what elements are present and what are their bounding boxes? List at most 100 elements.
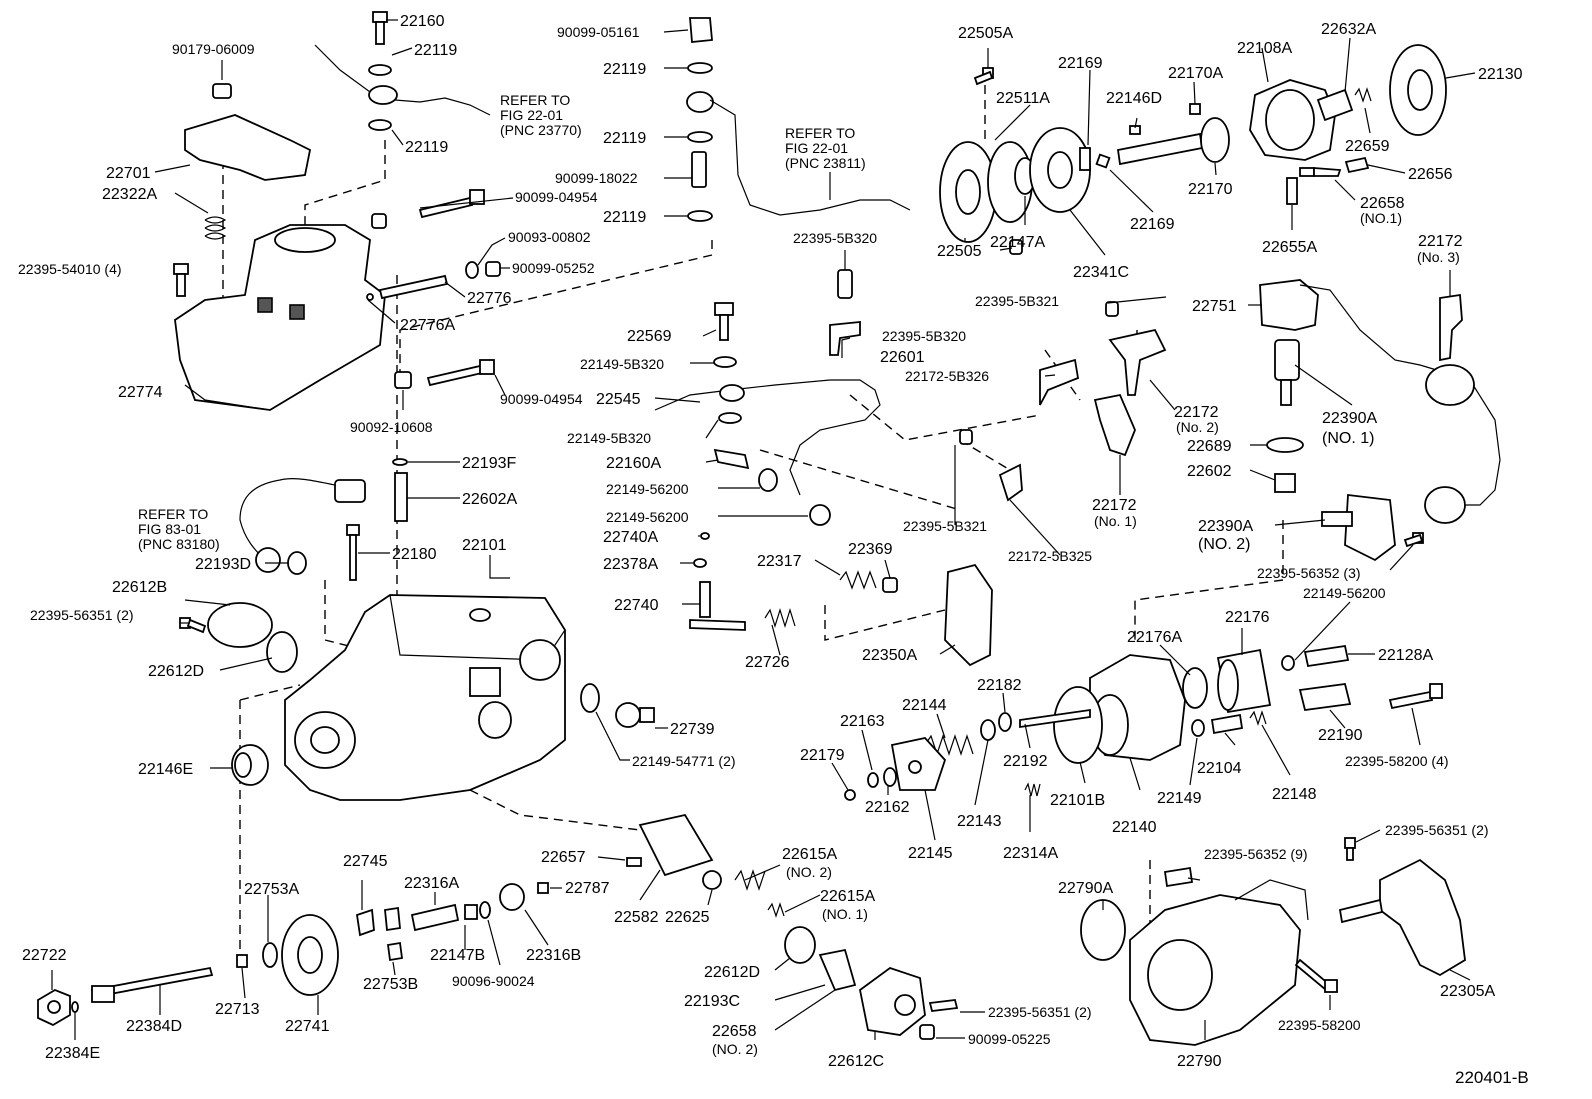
label-22632A: 22632A [1321, 21, 1376, 38]
label-22119-c: 22119 [603, 61, 646, 78]
label-22390A-no2: 22390A [1198, 518, 1253, 535]
label-22119-a: 22119 [414, 42, 457, 59]
label-22172-no2-sub: (No. 2) [1176, 419, 1219, 435]
label-22395-56352-a: 22395-56352 (3) [1257, 565, 1361, 581]
label-22384D: 22384D [126, 1018, 182, 1035]
label-22511A: 22511A [996, 90, 1050, 107]
label-22395-5B321-b: 22395-5B321 [903, 518, 987, 534]
label-22341C: 22341C [1073, 264, 1129, 281]
label-22745: 22745 [343, 853, 388, 870]
label-22169-a: 22169 [1058, 55, 1103, 72]
label-22172-5B325: 22172-5B325 [1008, 548, 1092, 564]
label-22140: 22140 [1112, 819, 1157, 836]
label-22149-5B320-a: 22149-5B320 [580, 356, 664, 372]
label-22395-56351-c: 22395-56351 (2) [1385, 822, 1489, 838]
label-22582: 22582 [614, 909, 659, 926]
label-22172-no1-sub: (No. 1) [1094, 513, 1137, 529]
label-22163: 22163 [840, 713, 885, 730]
label-22170A: 22170A [1168, 65, 1223, 82]
label-90092-10608: 90092-10608 [350, 419, 433, 435]
label-22395-56351-a: 22395-56351 (2) [30, 607, 134, 623]
refer-note-1-line3: (PNC 23770) [500, 122, 582, 138]
label-22108A: 22108A [1237, 40, 1292, 57]
label-22182: 22182 [977, 677, 1022, 694]
label-22713: 22713 [215, 1001, 260, 1018]
label-22170: 22170 [1188, 181, 1233, 198]
label-90099-04954-a: 90099-04954 [515, 189, 598, 205]
label-22143: 22143 [957, 813, 1002, 830]
label-22722: 22722 [22, 947, 67, 964]
figure-id: 220401-B [1455, 1068, 1529, 1087]
label-22615A-no2-sub: (NO. 2) [786, 864, 832, 880]
label-22739: 22739 [670, 721, 715, 738]
label-90099-18022: 90099-18022 [555, 170, 638, 186]
label-22101: 22101 [462, 537, 507, 554]
label-22119-d: 22119 [603, 130, 646, 147]
label-22787: 22787 [565, 880, 610, 897]
label-22658-no1-sub: (NO.1) [1360, 210, 1402, 226]
label-22390A-no1: 22390A [1322, 410, 1377, 427]
label-22193C: 22193C [684, 993, 740, 1010]
label-90099-05225: 90099-05225 [968, 1031, 1051, 1047]
label-22128A: 22128A [1378, 647, 1433, 664]
label-22658-no2-sub: (NO. 2) [712, 1041, 758, 1057]
label-22395-5B320-b: 22395-5B320 [882, 328, 966, 344]
label-90099-05252: 90099-05252 [512, 260, 595, 276]
refer-note-2-line3: (PNC 23811) [785, 155, 866, 171]
label-22378A: 22378A [603, 556, 658, 573]
label-22192: 22192 [1003, 753, 1048, 770]
label-90099-05161: 90099-05161 [557, 24, 640, 40]
label-22602: 22602 [1187, 463, 1232, 480]
label-22305A: 22305A [1440, 983, 1495, 1000]
label-22162: 22162 [865, 799, 910, 816]
label-22753A: 22753A [244, 881, 299, 898]
label-22390A-no1-sub: (NO. 1) [1322, 430, 1374, 447]
label-22615A-no2: 22615A [782, 846, 837, 863]
label-22658-no1: 22658 [1360, 195, 1405, 212]
label-22190: 22190 [1318, 727, 1363, 744]
label-22390A-no2-sub: (NO. 2) [1198, 536, 1250, 553]
label-22505: 22505 [937, 243, 982, 260]
label-22149-56200-a: 22149-56200 [606, 481, 689, 497]
refer-note-3-line1: REFER TO [138, 506, 208, 522]
label-22160A: 22160A [606, 455, 661, 472]
label-22149-56200-c: 22149-56200 [1303, 585, 1386, 601]
label-22119-e: 22119 [603, 209, 646, 226]
label-22657: 22657 [541, 849, 586, 866]
label-22169-b: 22169 [1130, 216, 1175, 233]
label-22505A: 22505A [958, 25, 1013, 42]
label-22146D: 22146D [1106, 90, 1162, 107]
label-90179-06009: 90179-06009 [172, 41, 255, 57]
label-22612D-b: 22612D [704, 964, 760, 981]
refer-note-3-line3: (PNC 83180) [138, 536, 220, 552]
label-22740: 22740 [614, 597, 659, 614]
label-22753B: 22753B [363, 976, 418, 993]
label-22147B: 22147B [430, 947, 485, 964]
label-22149-5B320-b: 22149-5B320 [567, 430, 651, 446]
label-22130: 22130 [1478, 66, 1523, 83]
label-22395-58200-b: 22395-58200 [1278, 1017, 1361, 1033]
label-90096-90024: 90096-90024 [452, 973, 535, 989]
label-22176A: 22176A [1127, 629, 1182, 646]
label-22625: 22625 [665, 909, 710, 926]
label-22689: 22689 [1187, 438, 1232, 455]
label-22395-56352-b: 22395-56352 (9) [1204, 846, 1308, 862]
label-22602A: 22602A [462, 491, 517, 508]
label-22395-54010: 22395-54010 (4) [18, 261, 122, 277]
label-22172-no1: 22172 [1092, 497, 1137, 514]
label-22395-56351-b: 22395-56351 (2) [988, 1004, 1092, 1020]
label-22322A: 22322A [102, 186, 157, 203]
label-90093-00802: 90093-00802 [508, 229, 591, 245]
label-22612B: 22612B [112, 579, 167, 596]
label-22149-56200-b: 22149-56200 [606, 509, 689, 525]
label-22545: 22545 [596, 391, 641, 408]
label-22612C: 22612C [828, 1053, 884, 1070]
label-22149: 22149 [1157, 790, 1202, 807]
label-22659: 22659 [1345, 138, 1390, 155]
label-22776: 22776 [467, 290, 512, 307]
label-22615A-no1: 22615A [820, 888, 875, 905]
label-22701: 22701 [106, 165, 151, 182]
part-labels: 22160 22119 22119 90179-06009 22701 2232… [18, 13, 1523, 1070]
